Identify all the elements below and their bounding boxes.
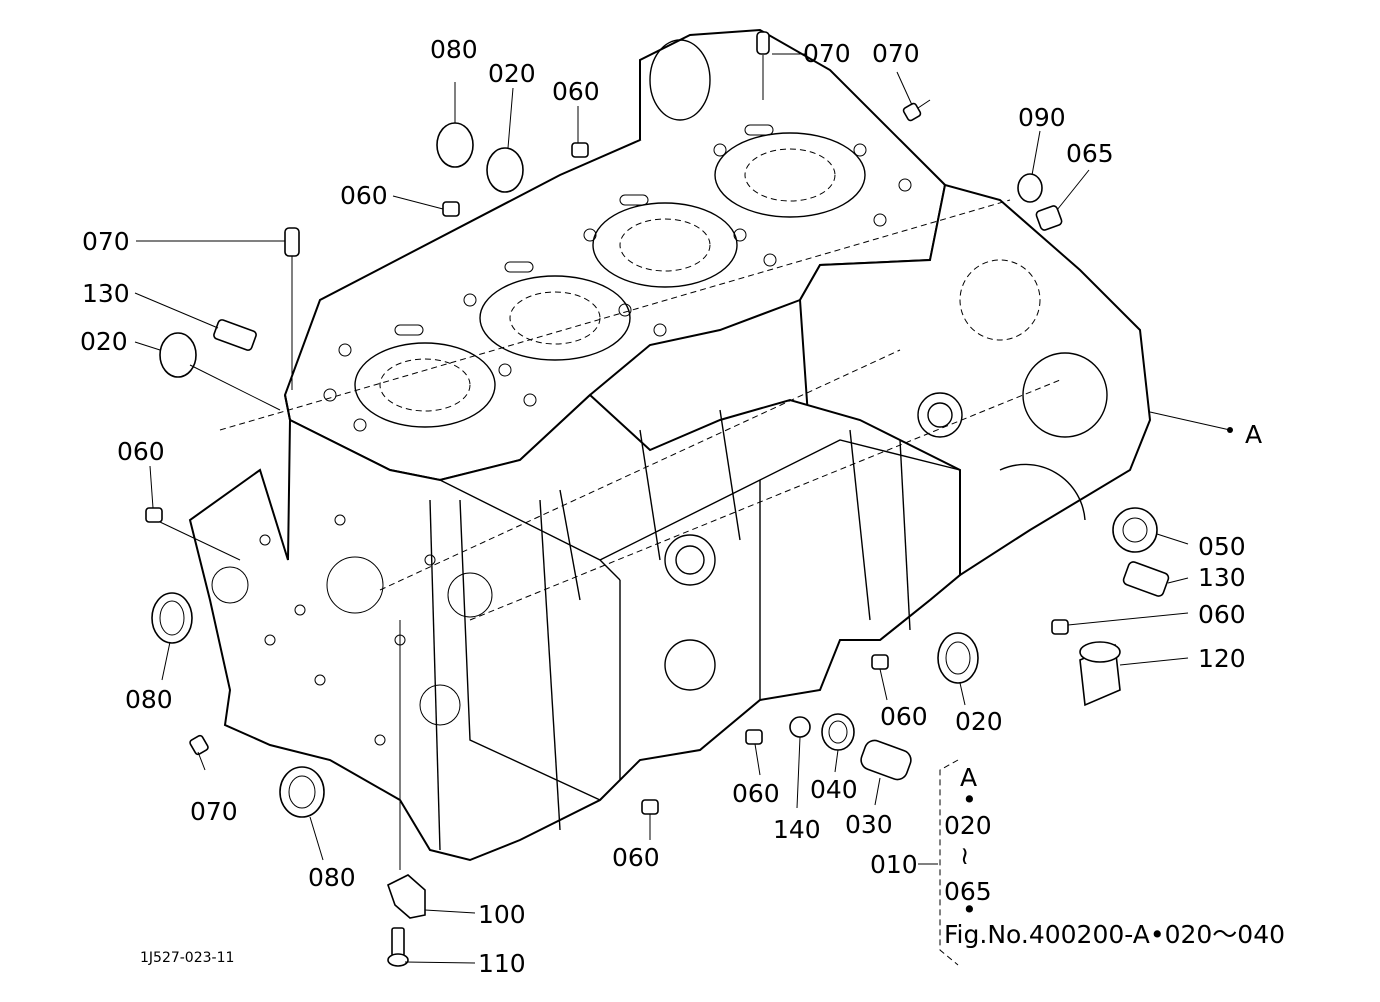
label-140: 140	[773, 815, 821, 844]
legend-bracket	[939, 759, 959, 966]
label-040: 040	[810, 775, 858, 804]
legend-line: 020	[944, 811, 992, 840]
label-010: 010	[870, 850, 918, 879]
legend-line: •	[962, 785, 977, 814]
label-060: 060	[552, 77, 600, 106]
drawing-id: 1J527-023-11	[140, 950, 234, 966]
label-020: 020	[80, 327, 128, 356]
label-070: 070	[82, 227, 130, 256]
label-130: 130	[82, 279, 130, 308]
label-060: 060	[340, 181, 388, 210]
label-060: 060	[880, 702, 928, 731]
label-050: 050	[1198, 532, 1246, 561]
legend-reference: Fig.No.400200-A•020～040	[944, 920, 1285, 949]
label-110: 110	[478, 949, 526, 978]
cylinder-block	[188, 28, 1152, 862]
label-070: 070	[190, 797, 238, 826]
label-020: 020	[955, 707, 1003, 736]
label-080: 080	[430, 35, 478, 64]
label-130: 130	[1198, 563, 1246, 592]
label-090: 090	[1018, 103, 1066, 132]
label-060: 060	[612, 843, 660, 872]
label-080: 080	[308, 863, 356, 892]
label-030: 030	[845, 810, 893, 839]
ref-a-dot	[1227, 427, 1233, 433]
label-065: 065	[1066, 139, 1114, 168]
label-020: 020	[488, 59, 536, 88]
legend: A • 020 ≀ 065 • Fig.No.400200-A•020～040	[944, 763, 1285, 949]
leader-lines	[134, 53, 1231, 964]
label-080: 080	[125, 685, 173, 714]
part-labels: 080 020 060 070 070 090 065 060 070 130 …	[80, 35, 1262, 978]
legend-line: ≀	[960, 841, 969, 870]
label-060: 060	[117, 437, 165, 466]
legend-line: 065	[944, 877, 992, 906]
label-100: 100	[478, 900, 526, 929]
parts	[145, 31, 1170, 967]
legend-line: •	[962, 895, 977, 924]
legend-line: A	[960, 763, 977, 792]
label-060: 060	[1198, 600, 1246, 629]
label-a: A	[1245, 420, 1262, 449]
label-070: 070	[872, 39, 920, 68]
label-120: 120	[1198, 644, 1246, 673]
label-070: 070	[803, 39, 851, 68]
label-060: 060	[732, 779, 780, 808]
